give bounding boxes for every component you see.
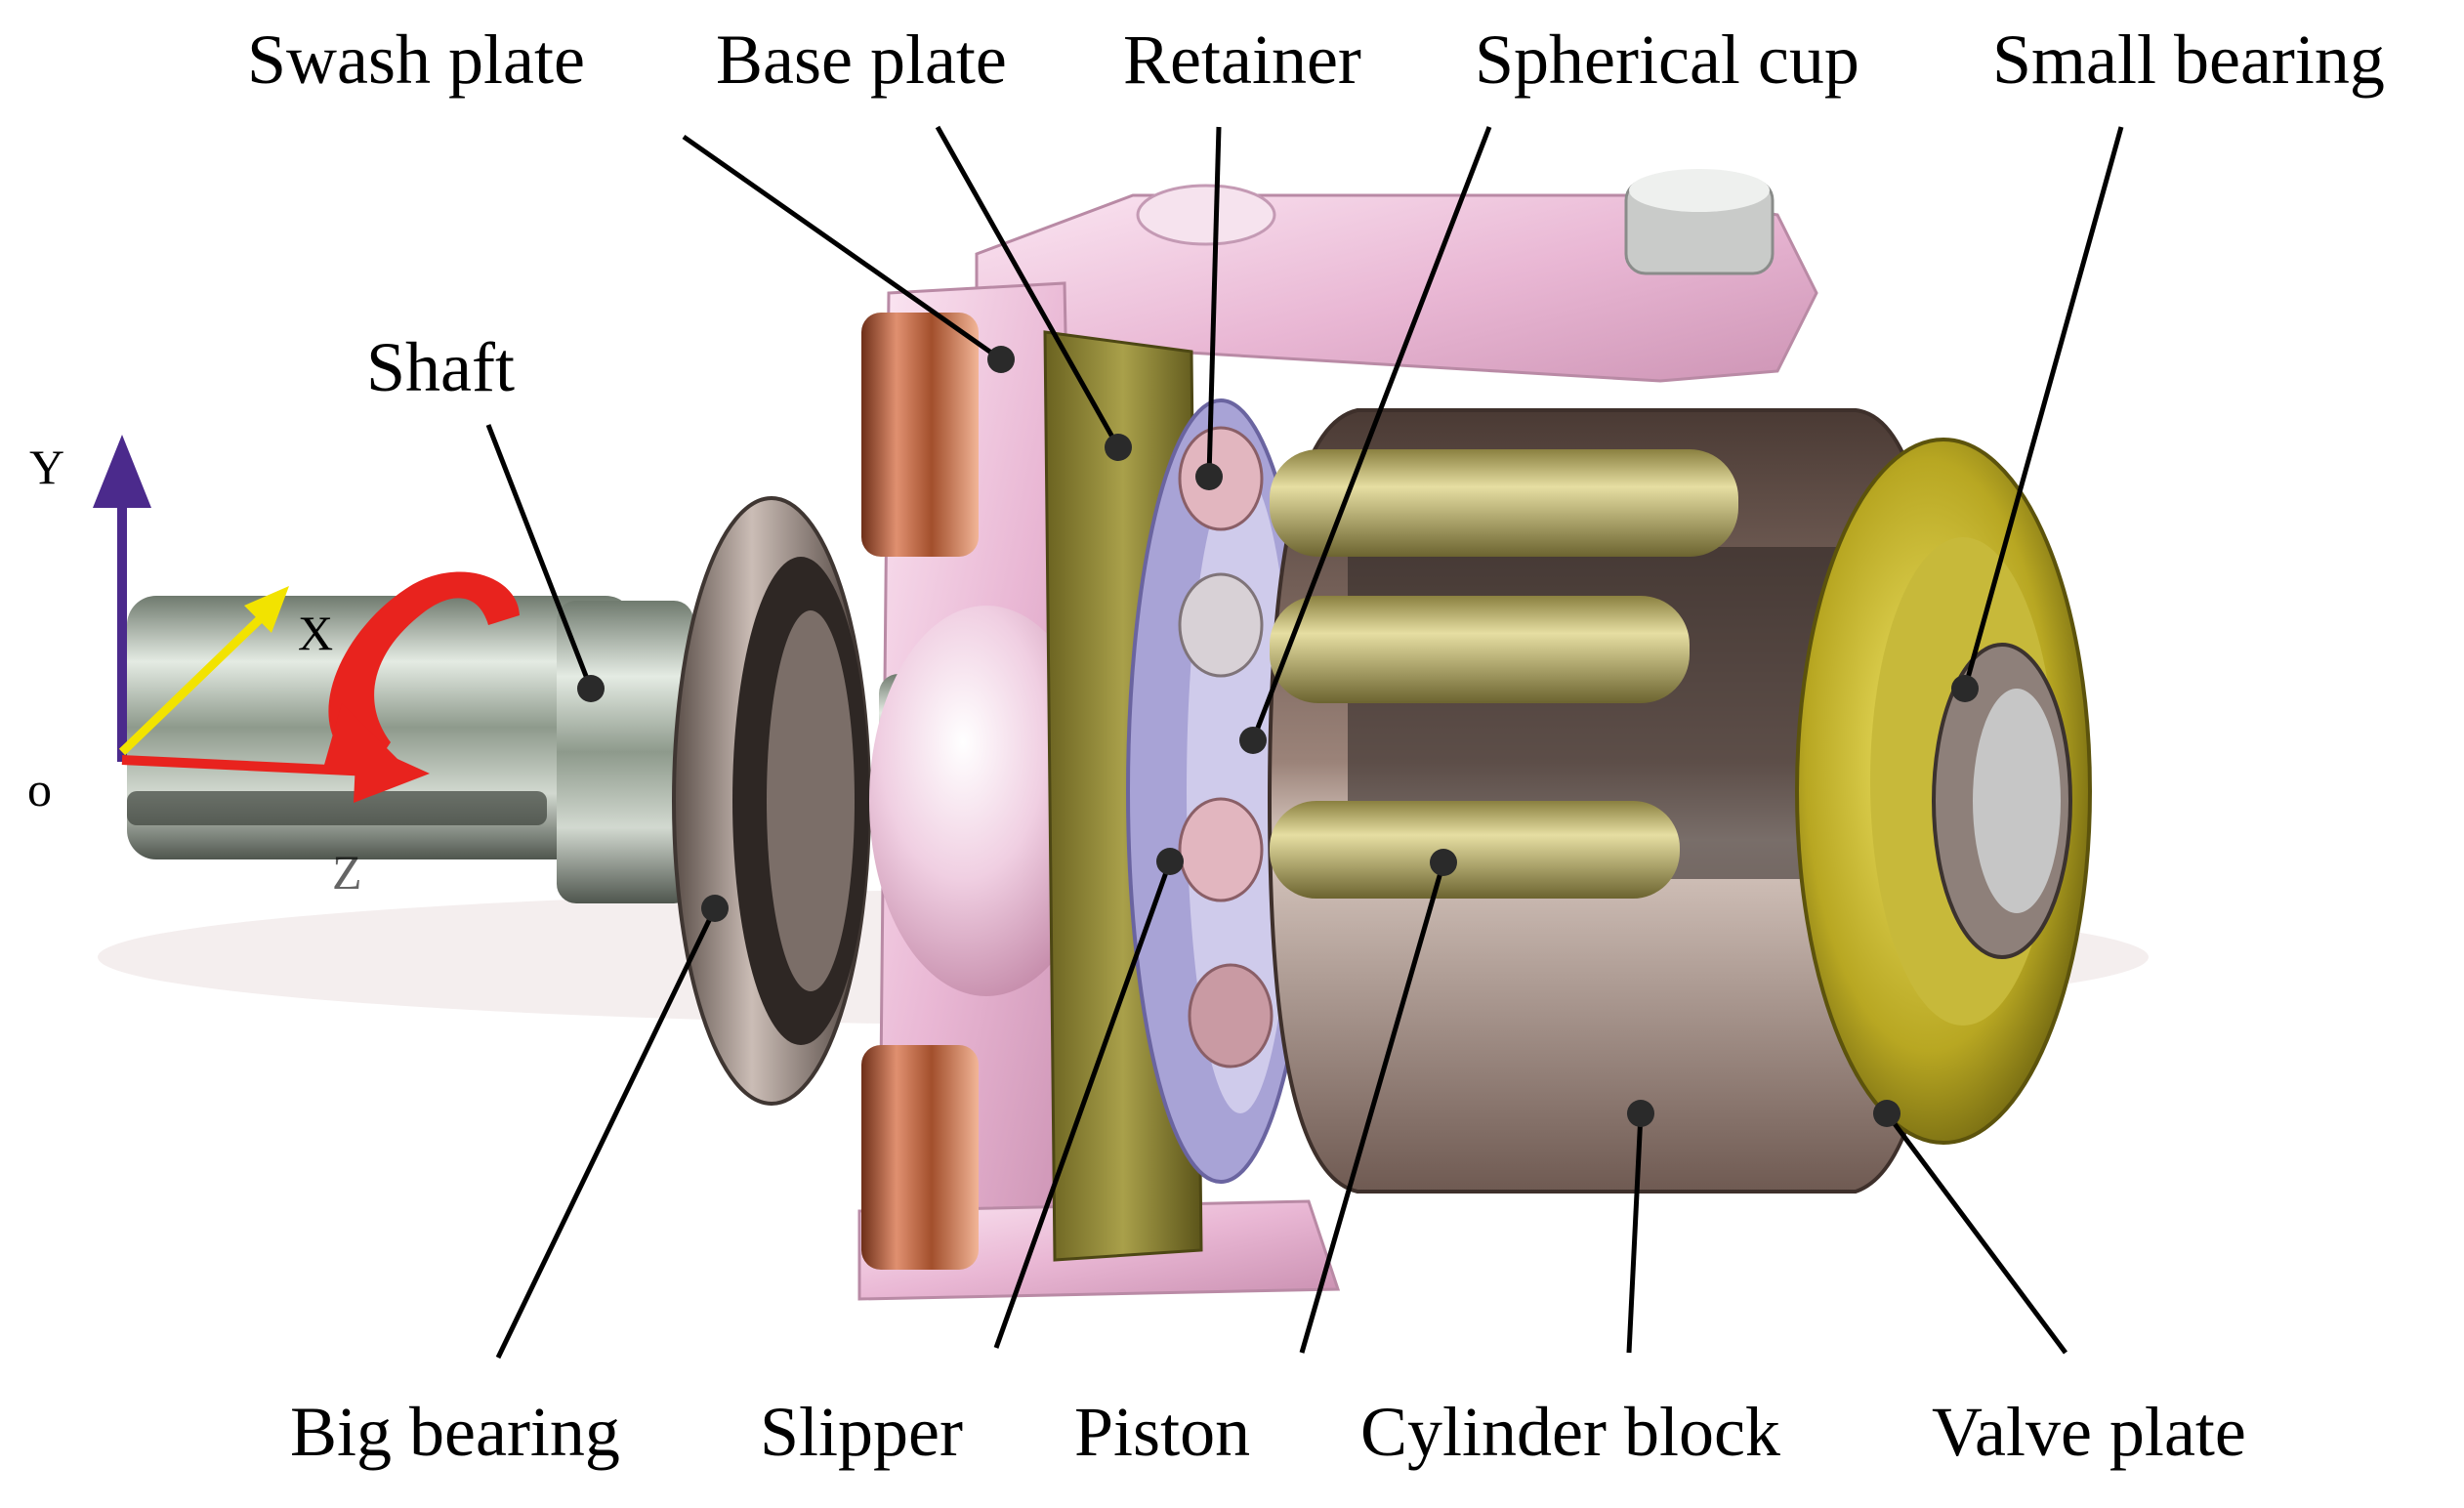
rotation-arrow bbox=[328, 571, 520, 772]
copper-bushing-top bbox=[861, 313, 979, 557]
y-axis-label: Y bbox=[29, 440, 64, 494]
shaft-step bbox=[557, 601, 693, 903]
leader-shaft bbox=[485, 424, 594, 690]
leader-spherical-cup bbox=[1250, 126, 1492, 741]
label-piston: Piston bbox=[1074, 1393, 1250, 1471]
label-retainer: Retainer bbox=[1123, 21, 1361, 99]
label-swash-plate: Swash plate bbox=[247, 21, 585, 99]
label-small-bearing: Small bearing bbox=[1992, 21, 2385, 99]
leader-piston bbox=[1299, 861, 1446, 1354]
leader-valve-plate bbox=[1884, 1111, 2068, 1355]
label-cylinder-block: Cylinder block bbox=[1360, 1393, 1780, 1471]
copper-bushing-bottom bbox=[861, 1045, 979, 1270]
x-axis-line bbox=[118, 613, 266, 756]
leader-small-bearing bbox=[1962, 126, 2124, 690]
leader-lines bbox=[485, 125, 2124, 1360]
label-base-plate: Base plate bbox=[716, 21, 1007, 99]
x-axis-arrowhead bbox=[244, 586, 289, 633]
origin-label: o bbox=[27, 762, 52, 817]
label-spherical-cup: Spherical cup bbox=[1475, 21, 1859, 99]
z-axis-label: Z bbox=[332, 845, 362, 900]
spherical-ball bbox=[869, 606, 1104, 996]
y-axis-arrowhead bbox=[93, 435, 151, 508]
label-valve-plate: Valve plate bbox=[1932, 1393, 2246, 1471]
pump-illustration bbox=[98, 169, 2149, 1301]
label-big-bearing: Big bearing bbox=[290, 1393, 620, 1471]
leader-base-plate bbox=[935, 125, 1121, 449]
piston-group bbox=[1270, 449, 1738, 899]
leader-slipper bbox=[993, 860, 1173, 1349]
leader-big-bearing bbox=[495, 906, 718, 1360]
coordinate-axes: Y X Z o bbox=[27, 435, 520, 900]
leader-retainer bbox=[1206, 126, 1222, 478]
part-labels: Swash plate Base plate Retainer Spherica… bbox=[247, 21, 2385, 1471]
label-shaft: Shaft bbox=[366, 328, 515, 406]
leader-swash-plate bbox=[682, 134, 1003, 362]
x-axis-label: X bbox=[298, 606, 333, 660]
leader-cylinder-block bbox=[1626, 1112, 1644, 1354]
label-slipper: Slipper bbox=[760, 1393, 963, 1471]
